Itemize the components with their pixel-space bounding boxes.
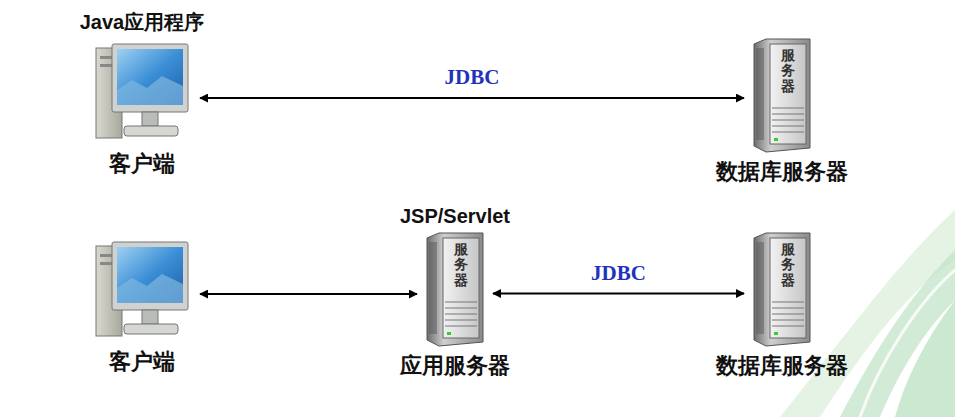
node-caption: 客户端 [109, 149, 175, 179]
server-label: 服务器 [781, 48, 795, 94]
server-box: JSP/Servlet服务器应用服务器 [425, 232, 485, 347]
edge-label: JDBC [588, 261, 649, 286]
node-caption: 应用服务器 [400, 351, 510, 381]
server-box: 服务器数据库服务器 [752, 38, 812, 153]
node-caption: 数据库服务器 [716, 157, 848, 187]
client-computer: Java应用程序客户端 [92, 40, 192, 145]
node-caption: 客户端 [109, 347, 175, 377]
server-label: 服务器 [781, 242, 795, 288]
computer-icon [92, 40, 192, 145]
server-label: 服务器 [454, 242, 468, 288]
edge-label: JDBC [442, 65, 503, 90]
connector-arrow [200, 293, 417, 295]
node-heading: Java应用程序 [80, 9, 205, 36]
node-caption: 数据库服务器 [716, 351, 848, 381]
node-heading: JSP/Servlet [400, 205, 510, 228]
connector-arrow [200, 97, 744, 99]
computer-icon [92, 238, 192, 343]
connector-arrow [493, 293, 744, 295]
client-computer: 客户端 [92, 238, 192, 343]
server-box: 服务器数据库服务器 [752, 232, 812, 347]
